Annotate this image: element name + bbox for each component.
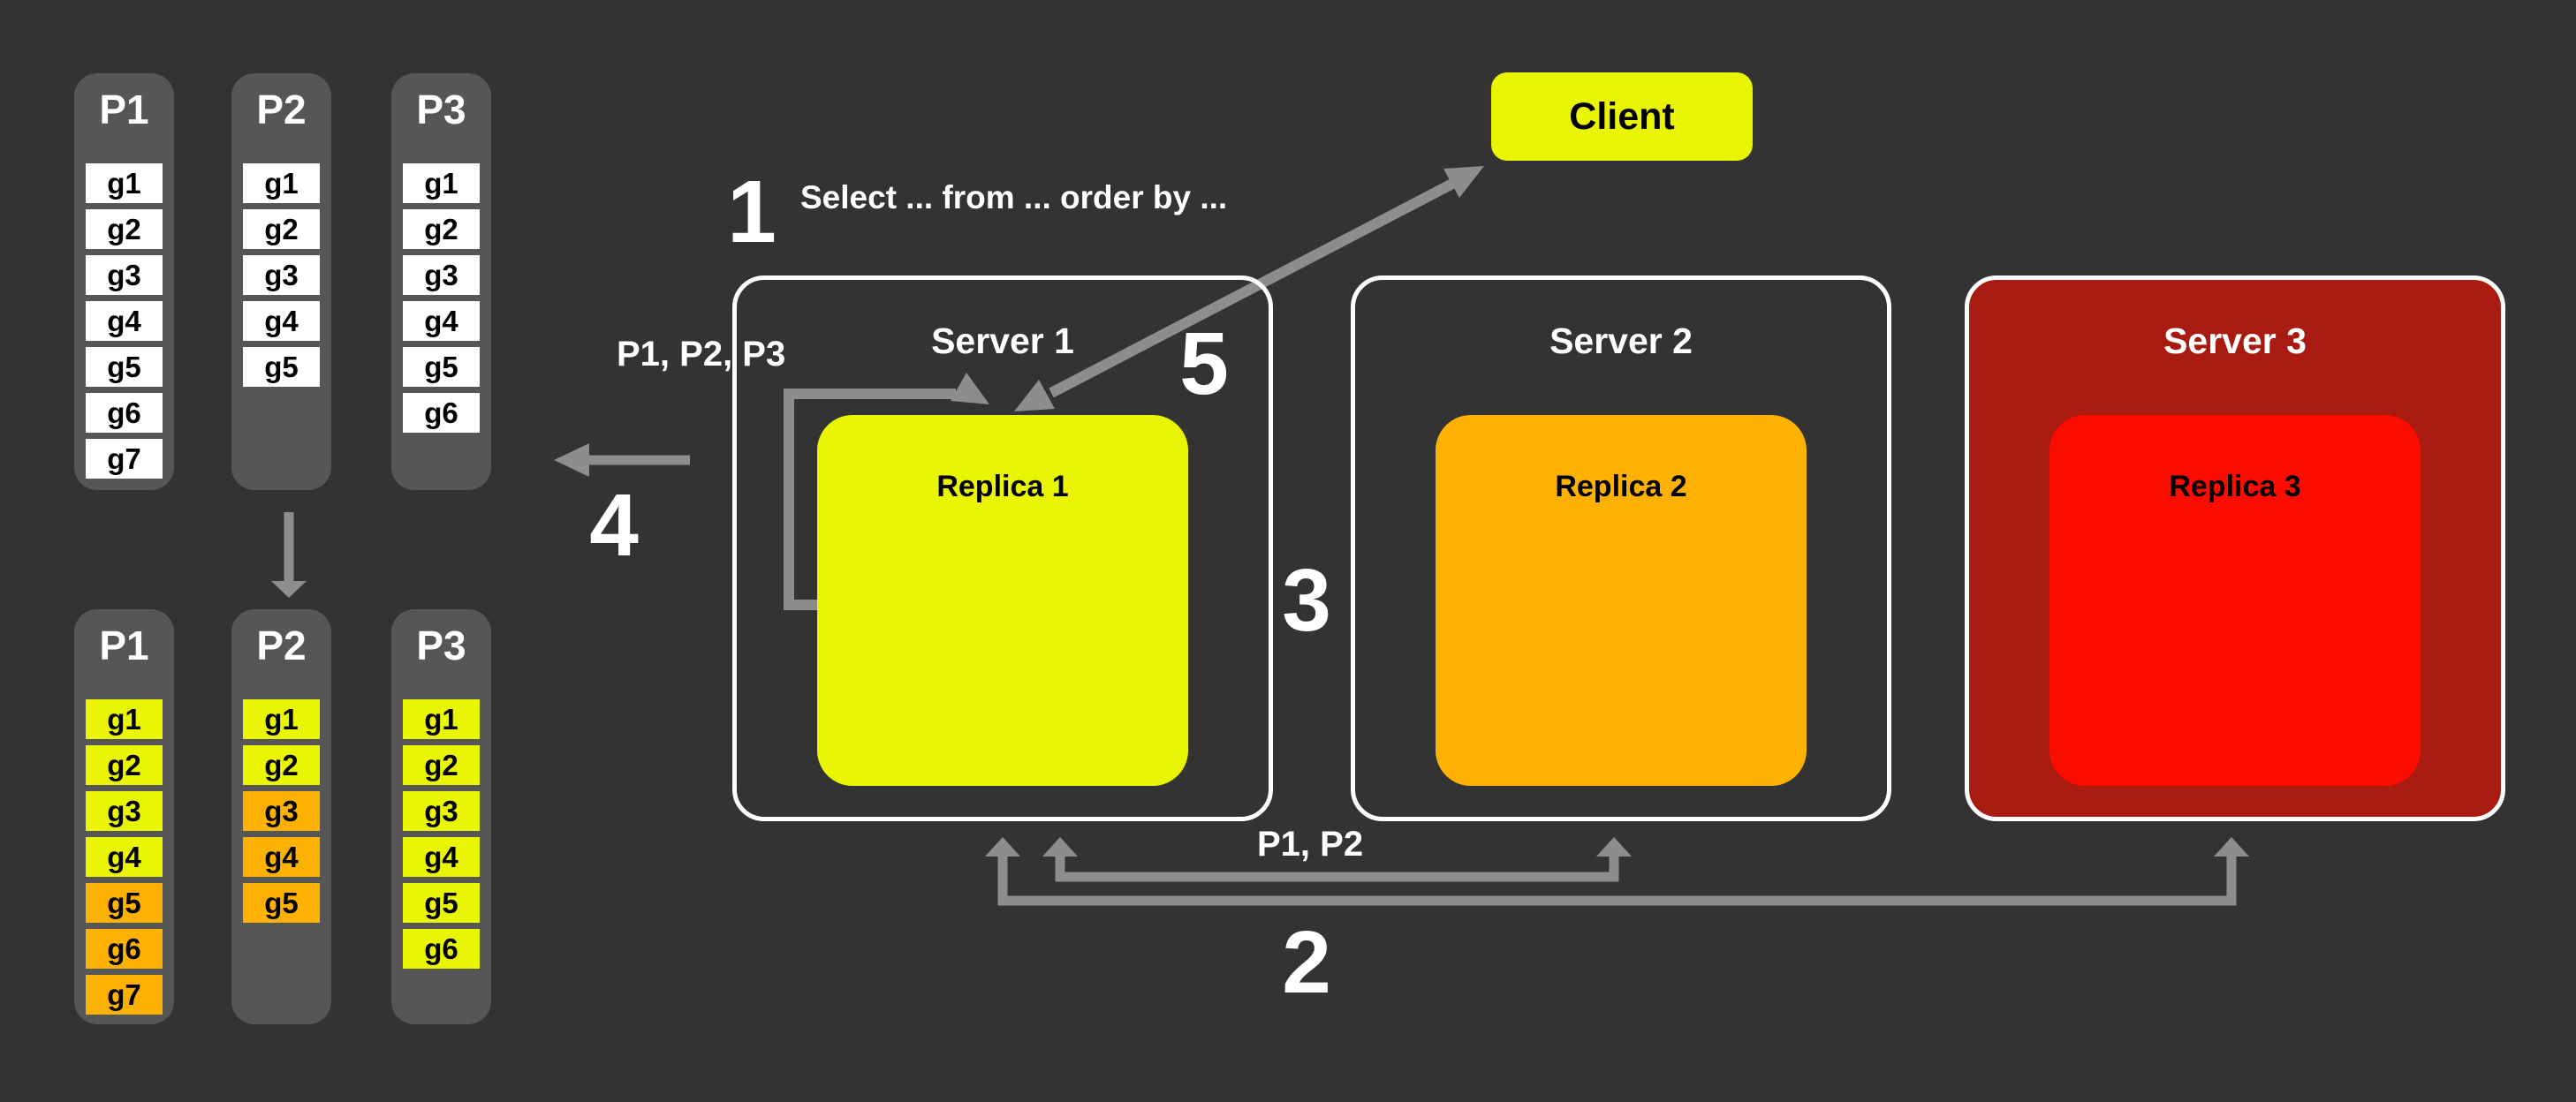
- partition-column-bottom-p1: P1 g1 g2 g3 g4 g5 g6 g7: [74, 609, 174, 1024]
- partition-cell: g4: [86, 301, 163, 341]
- partition-cell: g3: [403, 791, 480, 831]
- partition-cell: g2: [86, 745, 163, 785]
- partition-cell: g3: [86, 791, 163, 831]
- scatter-arrow-server1-server3: [985, 837, 2249, 906]
- step-4-number: 4: [589, 476, 639, 575]
- partition-cell: g5: [403, 347, 480, 387]
- replica-1-box: Replica 1: [817, 415, 1188, 786]
- partition-cell: g5: [86, 347, 163, 387]
- partition-cell: g3: [86, 255, 163, 295]
- server-3-title: Server 3: [2163, 321, 2307, 361]
- partition-cell: g1: [403, 163, 480, 203]
- partition-cell: g4: [403, 301, 480, 341]
- partition-cell: g3: [403, 255, 480, 295]
- partition-title: P2: [256, 623, 307, 668]
- step-3-number: 3: [1282, 551, 1331, 650]
- arrow-label-p1-p2-p3: P1, P2, P3: [617, 335, 786, 374]
- scatter-arrow-server1-server2: [1042, 837, 1632, 882]
- partition-cell: g4: [243, 301, 320, 341]
- partition-cell: g4: [403, 837, 480, 877]
- arrow-label-p1-p2: P1, P2: [1257, 825, 1364, 864]
- server-3-box: Server 3 Replica 3: [1965, 276, 2505, 821]
- partition-cell: g5: [243, 883, 320, 923]
- server-1-title: Server 1: [931, 321, 1074, 361]
- partition-column-bottom-p3: P3 g1 g2 g3 g4 g5 g6: [391, 609, 491, 1024]
- partition-column-top-p3: P3 g1 g2 g3 g4 g5 g6: [391, 73, 491, 490]
- partition-cell: g1: [86, 699, 163, 739]
- partition-column-top-p1: P1 g1 g2 g3 g4 g5 g6 g7: [74, 73, 174, 490]
- partition-cell: g3: [243, 255, 320, 295]
- partition-cell: g4: [86, 837, 163, 877]
- partition-cell: g6: [403, 929, 480, 969]
- partition-cell: g6: [86, 393, 163, 433]
- server-1-box: Server 1 Replica 1: [732, 276, 1273, 821]
- partition-transform-down-arrow: [271, 512, 307, 598]
- step-5-number: 5: [1179, 314, 1229, 413]
- partition-title: P1: [99, 87, 149, 132]
- partition-cell: g3: [243, 791, 320, 831]
- partition-cell: g1: [403, 699, 480, 739]
- partition-cell: g6: [86, 929, 163, 969]
- server-2-box: Server 2 Replica 2: [1351, 276, 1891, 821]
- step-1-number: 1: [727, 162, 777, 261]
- step4-left-arrow: [554, 443, 690, 477]
- partition-cell: g1: [243, 699, 320, 739]
- step-2-number: 2: [1282, 913, 1331, 1012]
- partition-cell: g6: [403, 393, 480, 433]
- partition-cell: g7: [86, 975, 163, 1015]
- partition-column-bottom-p2: P2 g1 g2 g3 g4 g5: [231, 609, 331, 1024]
- partition-title: P1: [99, 623, 149, 668]
- replica-2-box: Replica 2: [1436, 415, 1807, 786]
- partition-cell: g2: [403, 209, 480, 249]
- partition-title: P2: [256, 87, 307, 132]
- partition-column-top-p2: P2 g1 g2 g3 g4 g5: [231, 73, 331, 490]
- partition-cell: g1: [86, 163, 163, 203]
- partition-cell: g5: [86, 883, 163, 923]
- partition-cell: g2: [86, 209, 163, 249]
- partition-cell: g2: [243, 745, 320, 785]
- partition-cell: g2: [403, 745, 480, 785]
- replica-3-box: Replica 3: [2049, 415, 2421, 786]
- partition-cell: g1: [243, 163, 320, 203]
- partition-title: P3: [416, 87, 466, 132]
- server-2-title: Server 2: [1549, 321, 1693, 361]
- partition-cell: g4: [243, 837, 320, 877]
- partition-cell: g5: [403, 883, 480, 923]
- partition-cell: g5: [243, 347, 320, 387]
- loop-arrow-replica1: [784, 373, 989, 610]
- partition-cell: g2: [243, 209, 320, 249]
- step-1-query-text: Select ... from ... order by ...: [800, 179, 1228, 215]
- client-box: Client: [1491, 72, 1753, 161]
- partition-title: P3: [416, 623, 466, 668]
- partition-cell: g7: [86, 439, 163, 479]
